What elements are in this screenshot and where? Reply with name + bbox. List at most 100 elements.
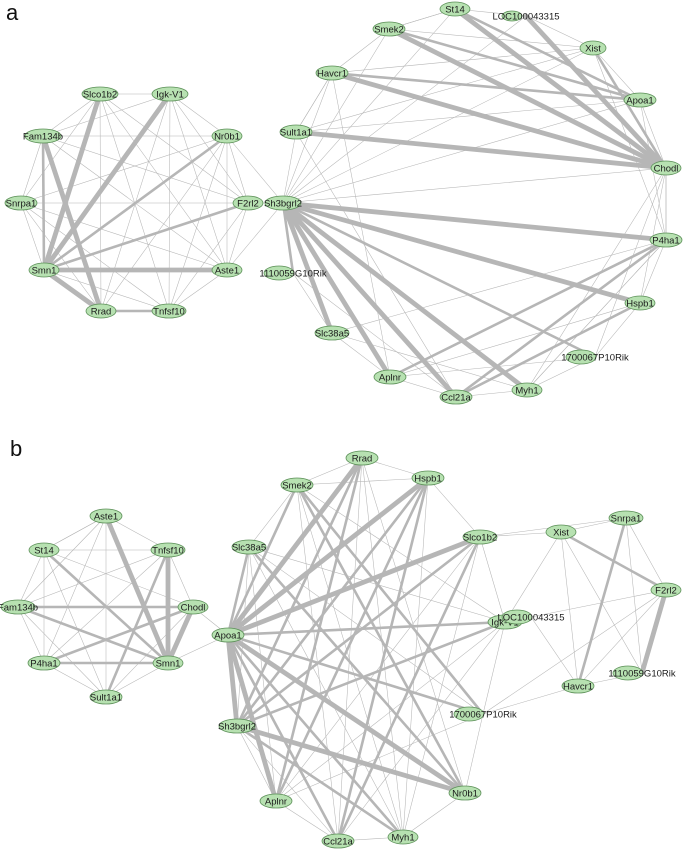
node-label: Havcr1 [317, 68, 347, 79]
network-edge-sh3bgrl2-aplnr [280, 200, 393, 380]
node-sh3bgrl2: Sh3bgrl2 [264, 195, 302, 211]
node-label: Sult1a1 [90, 692, 122, 703]
node-ellipse [561, 678, 595, 694]
node-label: Sh3bgrl2 [264, 198, 302, 209]
network-edge-sult1a1-chodl [293, 129, 669, 171]
node-sult1a1: Sult1a1 [89, 689, 123, 705]
network-edge-igk-v1-tnfsf10 [168, 93, 171, 312]
node-tnfsf10: Tnfsf10 [151, 303, 187, 319]
network-edge-aste1-tnfsf10 [168, 269, 228, 312]
network-edge-xist-havcr1 [560, 531, 579, 687]
network-edge-slc38a5-nr0b1 [247, 545, 467, 795]
node-ellipse [28, 542, 60, 558]
node-ellipse [279, 124, 313, 140]
panel-b-nodes: Aste1Tnfsf10ChodlSmn1Sult1a1P4ha1Fam134b… [0, 450, 682, 849]
network-edge-aste1-smn1 [103, 513, 171, 666]
node-label: St14 [34, 545, 54, 556]
node-label: Nr0b1 [214, 131, 240, 142]
network-edge-snrpa1-fam134b [20, 135, 44, 204]
network-edge-chodl-myh1 [526, 167, 667, 391]
network-edge-igk-v1-f2rl2 [169, 93, 249, 204]
network-edge-igk-v1-nr0b1 [169, 93, 228, 137]
node-ellipse [501, 10, 523, 22]
network-edge-fam134b-slco1b2 [42, 93, 101, 137]
bridge-edge-1700067p10rik-f2rl2 [482, 589, 667, 715]
node-label: 1110059G10Rik [259, 268, 327, 279]
node-ellipse [372, 21, 406, 37]
network-edge-smek2-nr0b1 [295, 483, 467, 795]
node-label: Hspb1 [626, 298, 653, 309]
node-aplnr: Aplnr [373, 369, 407, 385]
network-edge-igk-v1-aste1 [169, 93, 228, 271]
node-label: Smek2 [282, 480, 312, 491]
node-havcr1: Havcr1 [315, 65, 349, 81]
network-edge-hspb1-slco1b2 [427, 477, 481, 538]
node-ccl21a: Ccl21a [321, 833, 355, 849]
network-edge-loc100043315-f2rl2 [530, 589, 667, 618]
network-edge-sult1a1-ccl21a [295, 131, 457, 398]
network-edge-snrpa1-tnfsf10 [20, 202, 170, 312]
network-edge-rrad-aplnr [274, 456, 364, 803]
network-edge-chodl-p4ha1 [42, 605, 195, 665]
node-myh1: Myh1 [511, 382, 543, 398]
network-edge-slc38a5-aplnr [248, 546, 277, 802]
node-1110059g10rik: 1110059G10Rik [259, 265, 327, 281]
node-label: F2rl2 [655, 585, 677, 596]
node-label: Nr0b1 [452, 788, 478, 799]
node-ellipse [321, 833, 355, 849]
network-edge-smn1-snrpa1 [20, 202, 45, 271]
network-edge-hspb1-aplnr [389, 302, 641, 378]
node-ellipse [231, 539, 267, 555]
network-edge-st14-chodl [452, 6, 669, 171]
node-snrpa1: Snrpa1 [4, 195, 38, 211]
node-fam134b: Fam134b [23, 128, 63, 144]
bridge-edge-igk-v1-xist [504, 531, 562, 623]
network-edge-tnfsf10-sult1a1 [104, 548, 170, 699]
network-edge-smek2-apoa1 [387, 27, 642, 102]
node-sult1a1: Sult1a1 [279, 124, 313, 140]
node-snrpa1: Snrpa1 [608, 510, 644, 526]
node-ellipse [650, 582, 682, 598]
node-ellipse [623, 92, 657, 108]
network-edge-smek2-xist [388, 28, 594, 49]
network-edge-rrad-myh1 [361, 457, 404, 838]
node-igk-v1: Igk-V1 [151, 86, 189, 102]
node-label: Rrad [91, 306, 112, 317]
node-label: Hspb1 [414, 473, 441, 484]
bridge-edge-1700067p10rik-havcr1 [482, 685, 579, 715]
node-label: LOC100043315 [497, 612, 564, 623]
node-label: 1700067P10Rik [561, 352, 629, 363]
node-hspb1: Hspb1 [624, 295, 656, 311]
node-ellipse [650, 160, 682, 176]
node-label: Fam134b [0, 602, 38, 613]
node-label: Slc38a5 [315, 328, 349, 339]
network-edge-myh1-p4ha1 [526, 239, 667, 391]
node-label: Chodl [181, 602, 206, 613]
network-edge-snrpa1-slco1b2 [20, 93, 101, 204]
panel-a-edges [20, 6, 669, 400]
network-edge-apoa1-rrad [225, 455, 365, 638]
node-aste1: Aste1 [211, 262, 243, 278]
network-edge-ccl21a-aplnr [275, 800, 339, 842]
node-label: 1700067P10Rik [449, 709, 517, 720]
network-edge-slco1b2-aste1 [99, 93, 228, 271]
node-ellipse [85, 303, 117, 319]
network-edge-aste1-fam134b [17, 515, 107, 608]
network-edge-havcr1-sult1a1 [295, 72, 333, 133]
node-myh1: Myh1 [387, 829, 419, 845]
node-havcr1: Havcr1 [561, 678, 595, 694]
network-edge-nr0b1-rrad [100, 135, 228, 312]
node-ellipse [439, 1, 471, 17]
network-edge-fam134b-f2rl2 [42, 135, 249, 204]
network-edge-smn1-fam134b [16, 605, 170, 665]
node-ellipse [387, 829, 419, 845]
node-slco1b2: Slco1b2 [81, 86, 119, 102]
node-label: St14 [445, 4, 465, 15]
network-edge-chodl-sult1a1 [105, 606, 194, 698]
node-st14: St14 [28, 542, 60, 558]
node-ellipse [608, 510, 644, 526]
node-smek2: Smek2 [372, 21, 406, 37]
network-edge-smn1-slco1b2 [41, 91, 103, 273]
